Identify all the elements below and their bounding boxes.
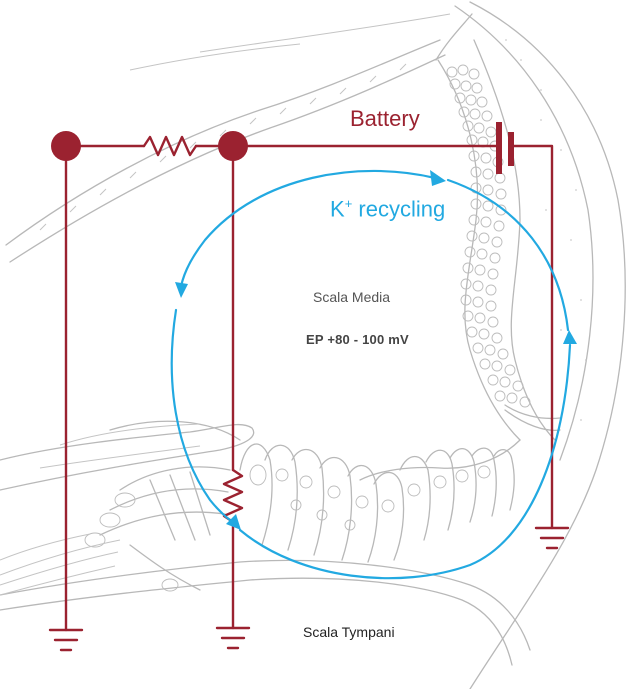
stria-vascularis-cells [446,64,531,408]
series-resistor [142,135,198,157]
left-node [51,131,81,161]
k-arrow-left [175,282,188,298]
k-arrow-right [563,330,577,344]
endocochlear-potential-label: EP +80 - 100 mV [306,332,409,347]
spiral-ligament-dots [505,39,587,421]
reissner-membrane-cells [39,63,407,231]
k-arrow-bottom [226,514,241,530]
hair-cell-resistor [222,468,244,524]
k-flow-right-arc [446,178,570,332]
hair-cell-region [84,464,267,548]
k-superscript: + [344,196,353,211]
organ-of-corti-cells [239,443,515,563]
scala-media-label: Scala Media [313,289,391,305]
battery-plate-short [508,132,514,166]
k-flow-left-arc [170,308,240,528]
ground-right [534,526,570,550]
scala-tympani-label: Scala Tympani [303,624,395,640]
equivalent-circuit [48,122,570,652]
k-flow-lower-arc [238,343,572,580]
middle-node [218,131,248,161]
k-recycling-text: recycling [352,196,446,222]
nerve-fibres [0,533,201,596]
ground-left [48,628,84,652]
k-recycling-flow [170,169,577,580]
top-wire-right [512,144,554,530]
battery-label: Battery [350,106,420,131]
k-flow-upper-arc [178,169,437,294]
k-arrow-top [430,170,446,186]
battery-plate-long [496,122,502,174]
k-recycling-label: K+ recycling [330,196,445,222]
k-symbol: K [330,196,345,222]
ground-middle [215,626,251,650]
